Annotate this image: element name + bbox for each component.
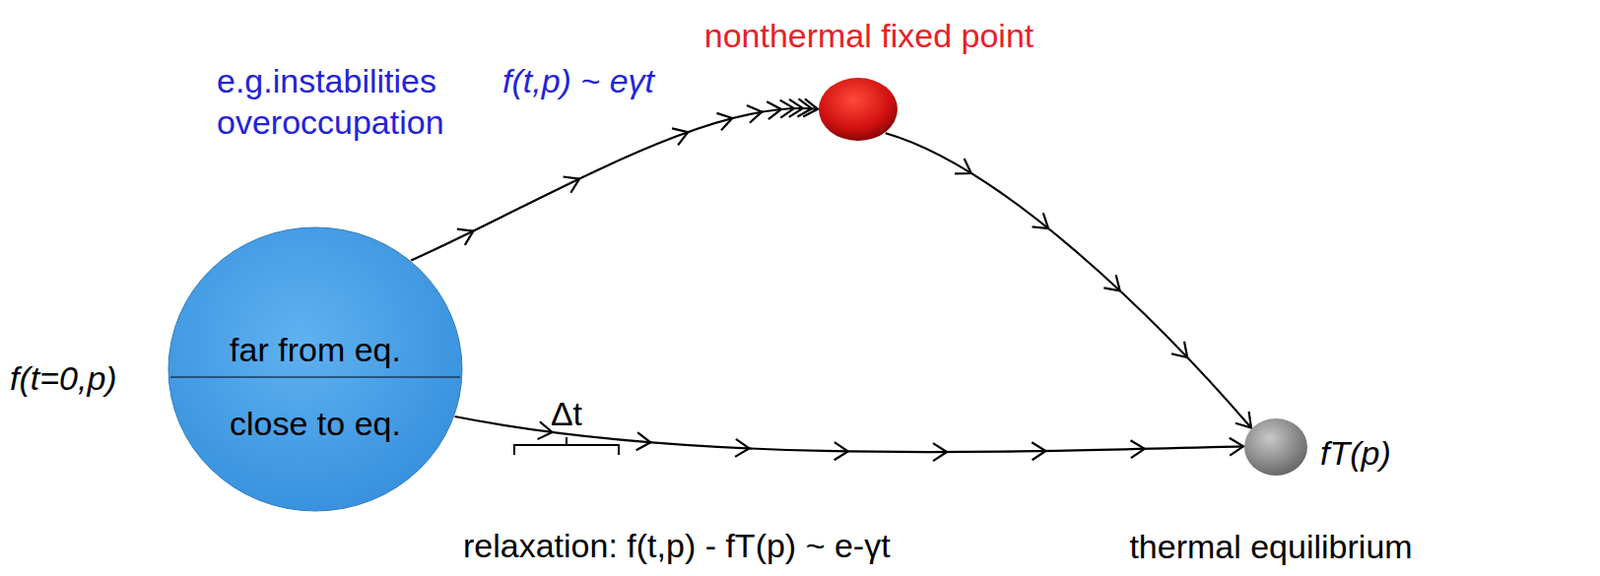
grey-dot [1244, 418, 1308, 476]
free-label: overoccupation [216, 102, 445, 142]
ellipse-outline [167, 226, 464, 513]
blue-ellipse [168, 227, 463, 512]
ellipse-outline [1243, 417, 1309, 477]
ellipse-node: fT(p)thermal equilibrium [1243, 417, 1309, 477]
chevron [1031, 442, 1046, 461]
chevron [1229, 438, 1244, 457]
chevron [716, 113, 733, 131]
node-text: close to eq. [229, 403, 401, 444]
divider-line [170, 376, 461, 379]
chevron [766, 101, 782, 120]
chevron [1032, 212, 1050, 229]
chevron [1235, 411, 1252, 428]
chevron [1171, 341, 1188, 358]
connector-line [885, 133, 1252, 428]
chevron [954, 158, 972, 174]
free-label: Δt [550, 394, 583, 434]
red-dot [818, 77, 898, 141]
node-text: nonthermal fixed point [704, 15, 1035, 56]
free-label: e.g.instabilities [216, 61, 437, 101]
ellipse-outline [817, 76, 899, 142]
ellipse-node: nonthermal fixed point [817, 76, 899, 142]
chevron [457, 229, 474, 246]
free-label: f(t,p) ~ eγt [502, 61, 655, 101]
chevron [933, 443, 947, 462]
chevron [1103, 274, 1120, 291]
chevron [563, 176, 581, 193]
connector [885, 133, 1252, 428]
edge-label: relaxation: f(t,p) - fT(p) ~ e-γt [463, 526, 891, 566]
chevron [1131, 440, 1145, 459]
free-label: f(t=0,p) [9, 358, 118, 399]
ellipse-node: far from eq. close to eq. [167, 226, 464, 513]
chevron [636, 432, 652, 451]
connector-line [410, 108, 818, 262]
chevron [746, 105, 762, 124]
chevron [802, 98, 818, 117]
chevron [537, 421, 553, 440]
chevron [834, 442, 849, 461]
delta-t-bracket [514, 437, 619, 456]
chevron [734, 439, 749, 458]
chevron [671, 128, 688, 145]
node-text: fT(p) [1320, 433, 1392, 473]
node-text: far from eq. [229, 330, 401, 370]
node-text: thermal equilibrium [1129, 527, 1412, 567]
connector [410, 98, 818, 261]
